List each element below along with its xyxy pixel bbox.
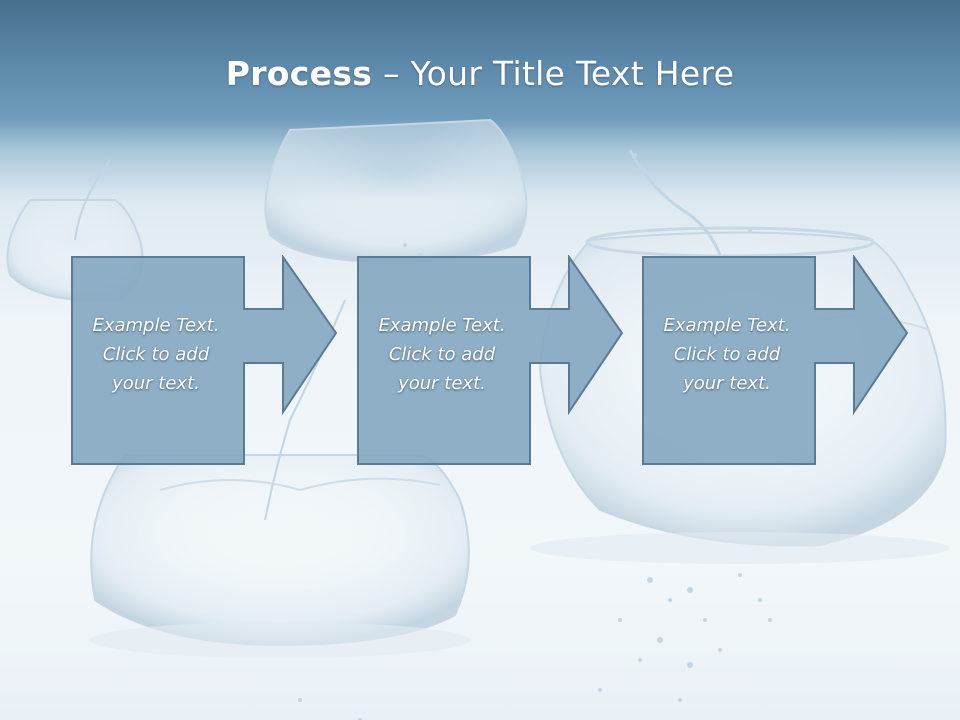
step-text-line: Click to add — [102, 344, 210, 365]
step-3-text: Example Text. Click to add your text. — [641, 311, 813, 398]
step-text-line: your text. — [683, 373, 771, 394]
bowl-bottom-left — [90, 454, 470, 647]
title-bold-text: Process — [225, 54, 373, 93]
step-2-text: Example Text. Click to add your text. — [356, 311, 528, 398]
step-text-line: Example Text. — [92, 315, 220, 336]
title-regular-text: – Your Title Text Here — [372, 54, 735, 93]
step-text-line: your text. — [398, 373, 486, 394]
box-arrow-shape — [71, 255, 338, 465]
step-1-text: Example Text. Click to add your text. — [70, 311, 242, 398]
water-droplets — [298, 153, 772, 720]
water-splash — [628, 149, 722, 256]
bowl-top-center — [264, 118, 528, 264]
step-text-line: Click to add — [673, 344, 781, 365]
step-text-line: Example Text. — [663, 315, 791, 336]
step-text-line: Example Text. — [378, 315, 506, 336]
box-arrow-shape — [357, 255, 624, 465]
step-text-line: Click to add — [388, 344, 496, 365]
slide-title[interactable]: Process – Your Title Text Here — [0, 52, 960, 96]
process-step-1[interactable]: Example Text. Click to add your text. — [70, 255, 340, 470]
step-text-line: your text. — [112, 373, 200, 394]
process-step-3[interactable]: Example Text. Click to add your text. — [641, 255, 911, 470]
box-arrow-shape — [642, 255, 909, 465]
process-step-2[interactable]: Example Text. Click to add your text. — [356, 255, 626, 470]
